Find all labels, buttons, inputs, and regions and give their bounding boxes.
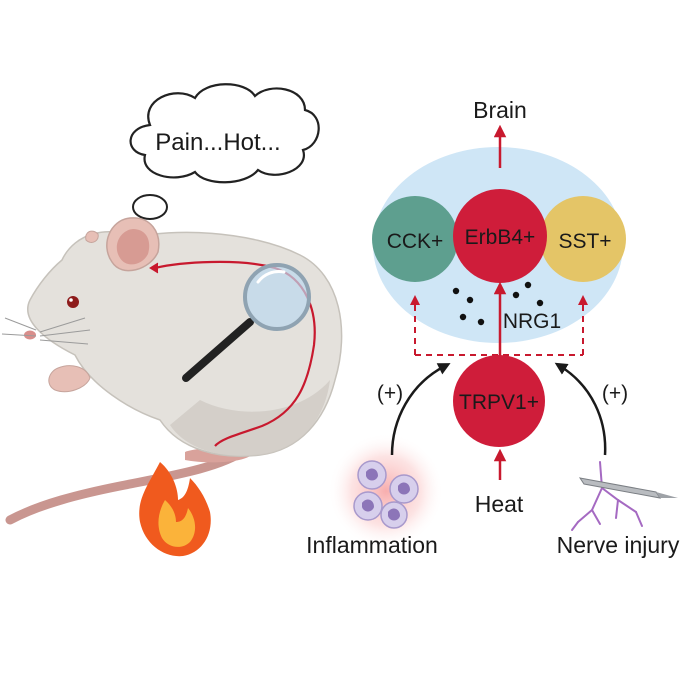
nrg1-label: NRG1 [503,310,561,333]
magnifier-icon [182,263,311,382]
sst-node [540,196,626,282]
plus-left-label: (+) [377,382,403,405]
arrow-nerve-injury-to-trpv1 [554,362,607,456]
plus-right-label: (+) [602,382,628,405]
dashed-connector [410,295,588,356]
erbb4-node [453,189,547,283]
mouse-eye [67,296,79,308]
cck-label: CCK+ [387,230,444,253]
brain-label: Brain [473,97,527,123]
flame-icon [139,462,211,557]
nerve-pathway [154,260,316,447]
thought-text: Pain...Hot... [155,129,280,156]
nrg1-particles [452,281,544,326]
cck-node [372,196,458,282]
thought-cloud: Pain...Hot... [118,83,320,240]
inflammation-cells-icon [328,433,444,549]
trpv1-label: TRPV1+ [459,391,539,414]
erbb4-label: ErbB4+ [465,226,536,249]
arrow-inflammation-to-trpv1 [390,363,451,456]
sst-label: SST+ [558,230,611,253]
mouse-illustration [1,217,343,525]
mouse-tail [5,445,250,525]
mouse-nose [24,330,36,340]
nerve-injury-icon [571,461,678,531]
nerve-injury-label: Nerve injury [557,532,680,558]
mouse-front-paw [48,365,91,393]
inflammation-label: Inflammation [306,532,438,558]
heat-label: Heat [475,491,524,517]
trpv1-node [453,355,545,447]
